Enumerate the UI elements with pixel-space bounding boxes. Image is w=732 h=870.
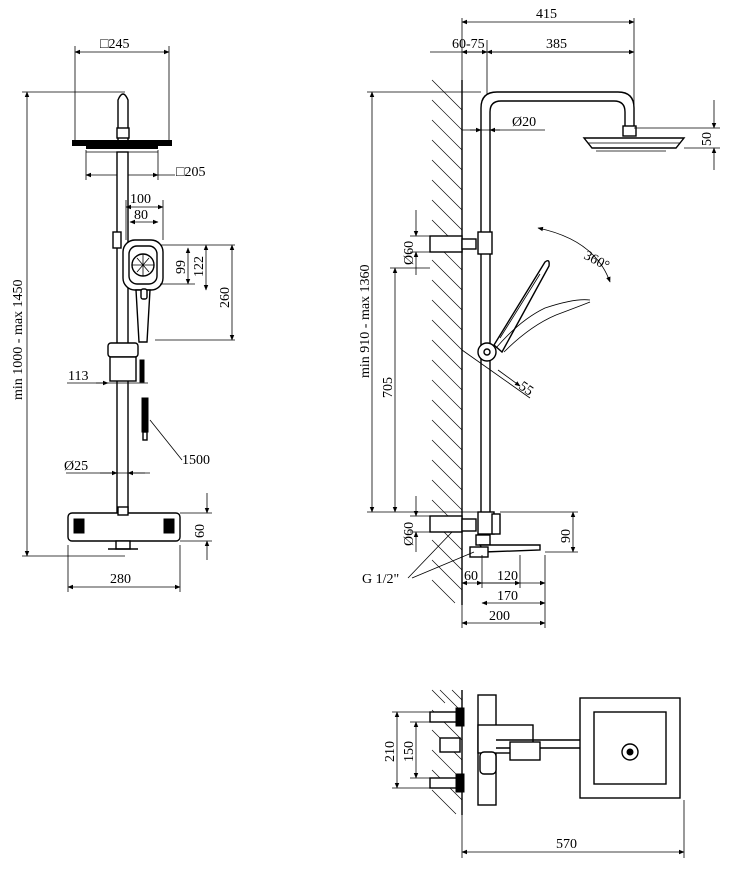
dim-top-150: 150	[402, 741, 417, 762]
side-view: 415 60-75 385 Ø20 50	[358, 7, 720, 628]
dim-hose-1500: 1500	[182, 453, 210, 468]
dim-mixer-280: 280	[110, 572, 131, 587]
front-shower-head	[72, 93, 172, 153]
dim-top-210: 210	[383, 741, 398, 762]
dim-slider-113: 113	[68, 369, 88, 384]
dim-side-height: min 910 - max 1360	[358, 264, 373, 378]
dim-side-170: 170	[497, 589, 518, 604]
top-mixer-body	[429, 694, 625, 806]
dim-side-200: 200	[489, 609, 510, 624]
dim-hand-122: 122	[192, 256, 207, 277]
dim-top-570: 570	[556, 837, 577, 852]
dim-hand-260: 260	[218, 287, 233, 308]
dim-side-120: 120	[497, 569, 518, 584]
side-pipe-arm	[480, 91, 637, 520]
dim-side-60: 60	[464, 569, 478, 584]
dim-side-60-75: 60-75	[452, 37, 485, 52]
label-thread: G 1/2"	[362, 572, 399, 587]
dim-head-plate: □205	[176, 165, 205, 180]
front-hand-shower	[112, 231, 164, 343]
side-top-bracket	[429, 231, 493, 255]
top-view: 210 150 570	[383, 689, 685, 858]
dim-mixer-60: 60	[193, 524, 208, 538]
dim-hand-100: 100	[130, 192, 151, 207]
dim-side-385: 385	[546, 37, 567, 52]
front-mixer	[67, 506, 181, 550]
side-bottom-bracket	[429, 511, 541, 558]
side-hand-shower	[477, 259, 591, 362]
dim-side-mixer-90: 90	[559, 529, 574, 543]
dim-side-705: 705	[381, 377, 396, 398]
dim-hand-80: 80	[134, 208, 148, 223]
dim-side-pipe-20: Ø20	[512, 115, 536, 130]
side-shower-head	[582, 137, 686, 152]
dim-side-415: 415	[536, 7, 557, 22]
dim-side-bracket-60-top: Ø60	[402, 241, 417, 265]
dim-front-height: min 1000 - max 1450	[11, 279, 26, 400]
dim-pipe-25: Ø25	[64, 459, 88, 474]
dim-side-head-50: 50	[700, 132, 715, 146]
front-slider	[107, 342, 145, 383]
top-shower-head	[579, 697, 681, 799]
dim-hand-99: 99	[174, 260, 189, 274]
dim-head-size: □245	[100, 37, 129, 52]
dim-side-bracket-60-bottom: Ø60	[402, 522, 417, 546]
dim-side-rotation: 360°	[581, 248, 612, 274]
front-view: □245 □205	[11, 37, 235, 592]
dim-side-angle-55: 55	[516, 379, 536, 399]
front-hose	[141, 397, 149, 441]
